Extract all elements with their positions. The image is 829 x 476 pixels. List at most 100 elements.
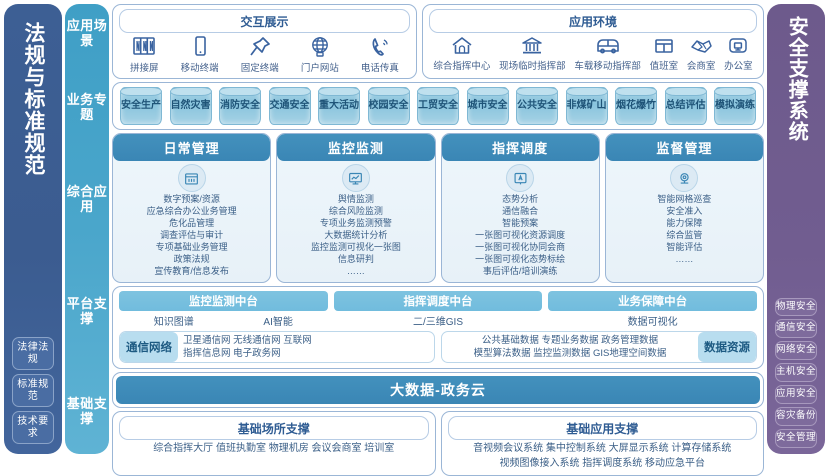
chip-law[interactable]: 法律法规 [12,337,54,370]
app-item: 危化品管理 [169,217,215,228]
right-pillar-chips: 物理安全 通信安全 网络安全 主机安全 应用安全 容灾备份 安全管理 [767,297,825,448]
item-fixed-terminal[interactable]: 固定终端 [241,35,279,74]
topic-label-1: 安全生产 [121,100,161,111]
item-field-command[interactable]: 现场临时指挥部 [499,35,566,72]
topic-label-3: 消防安全 [220,100,260,111]
item-vehicle-command[interactable]: 车载移动指挥部 [574,35,641,72]
layer-label-app: 综合应用 [66,184,108,215]
app-item: 监控监测可视化一张图 [310,241,401,252]
interaction-card: 交互展示 拼接屏 [112,4,417,79]
platform-business[interactable]: 业务保障中台 [548,290,758,311]
item-command-center[interactable]: 综合指挥中心 [433,35,490,72]
chip-security-management[interactable]: 安全管理 [775,429,817,448]
topic-cylinder[interactable]: 非煤矿山 [565,87,608,125]
item-portal-website[interactable]: 门户网站 [301,35,339,74]
topic-cylinder[interactable]: 消防安全 [219,87,261,125]
app-title: 指挥调度 [441,134,599,161]
app-icon-wrap [113,164,270,192]
network-line: 卫星通信网 无线通信网 互联网 [183,334,312,346]
interaction-title: 交互展示 [119,9,410,33]
topic-label-5: 重大活动 [319,100,359,111]
app-items: 态势分析 通信融合 智能预案 一张图可视化资源调度 一张图可视化协同会商 一张图… [442,193,599,282]
item-video-wall[interactable]: 拼接屏 [130,35,159,74]
app-panel-command-dispatch: 指挥调度 态势分析 通信融合 智能预案 一张图可视化资源调度 一张图可视化协同会… [440,133,600,283]
layer-label-base: 基础支撑 [66,396,108,427]
chip-application-security[interactable]: 应用安全 [775,385,817,405]
topic-cylinder[interactable]: 安全生产 [120,87,162,125]
app-item: 智能评估 [666,241,703,252]
topic-label-4: 交通安全 [269,100,310,111]
topic-label-11: 烟花爆竹 [616,100,656,111]
item-duty-room[interactable]: 值班室 [649,35,679,72]
item-mobile-terminal[interactable]: 移动终端 [181,35,219,74]
app-item: 能力保障 [666,217,703,228]
app-items: 数字预案/资源 应急综合办公业务管理 危化品管理 调查评估与审计 专项基础业务管… [113,193,270,282]
data-items: 公共基础数据 专题业务数据 政务管理数据 模型算法数据 监控监测数据 GIS地理… [442,332,698,363]
topic-cylinder[interactable]: 自然灾害 [169,87,212,125]
sub-item: AI智能 [263,316,293,328]
item-office-room[interactable]: 办公室 [724,35,753,72]
topic-cylinder[interactable]: 公共安全 [516,87,558,125]
app-title: 监督管理 [605,134,763,161]
network-line: 指挥信息网 电子政务网 [183,348,281,360]
platform-monitoring[interactable]: 监控监测中台 [119,290,328,311]
environment-card: 应用环境 综合指挥中心 [422,4,764,79]
topic-cylinder[interactable]: 城市安全 [466,87,509,125]
bigdata-wrap: 大数据-政务云 [112,372,764,409]
middle-platform-headers: 监控监测中台 指挥调度中台 业务保障中台 [119,290,758,311]
topic-cylinder[interactable]: 交通安全 [268,87,311,125]
business-topics-row: 安全生产 自然灾害 消防安全 交通安全 重大活动 校园安全 工贸安全 城市安全 … [112,82,764,130]
bigdata-cloud-bar[interactable]: 大数据-政务云 [116,376,760,405]
topic-cylinder[interactable]: 校园安全 [367,87,410,125]
app-item: 舆情监测 [337,194,374,204]
network-tag: 通信网络 [120,331,178,363]
architecture-diagram: 法规与标准规范 法律法规 标准规范 技术要求 应用场景 业务专题 综合应用 平台… [4,4,825,476]
scene-row: 交互展示 拼接屏 [112,4,764,79]
topic-cylinder[interactable]: 工贸安全 [417,87,459,125]
chip-technical[interactable]: 技术要求 [12,411,54,444]
item-meeting-room[interactable]: 会商室 [687,35,715,72]
desk-icon [655,39,673,53]
item-label: 值班室 [649,61,679,72]
app-item: 态势分析 [502,194,539,204]
item-label: 固定终端 [240,63,279,74]
item-phone-fax[interactable]: 电话传真 [361,35,399,74]
interaction-icons: 拼接屏 移动终端 固定终端 [113,35,416,78]
sub-group-business: 数据可视化 [548,313,757,328]
sub-item: 知识图谱 [153,316,194,328]
monitor-chart-icon [349,172,363,184]
topic-cylinder[interactable]: 模拟演练 [714,87,756,125]
topic-cylinder[interactable]: 总结评估 [664,87,707,125]
left-pillar-chips: 法律法规 标准规范 技术要求 [4,337,62,446]
data-tag: 数据资源 [698,331,756,363]
chip-network-security[interactable]: 网络安全 [775,341,817,361]
platform-dispatch[interactable]: 指挥调度中台 [333,290,543,311]
sub-item: 二/三维GIS [413,316,464,328]
chip-disaster-recovery[interactable]: 容灾备份 [775,407,817,427]
communication-network-box: 通信网络 卫星通信网 无线通信网 互联网 指挥信息网 电子政务网 [119,330,435,364]
base-line: 视频图像接入系统 指挥调度系统 移动应急平台 [499,457,706,469]
chip-host-security[interactable]: 主机安全 [775,363,817,383]
sub-group-dispatch: 二/三维GIS [334,313,543,328]
app-panel-monitoring: 监控监测 舆情监测 综合风险监测 专项业务监测预警 大数据统计分析 监控监测可视… [276,133,436,283]
item-label: 电话传真 [360,63,399,74]
app-panel-supervision: 监督管理 智能网格巡查 安全准入 能力保障 综合监管 智能评估 …… [604,133,764,283]
topic-label-6: 校园安全 [368,100,409,111]
layer-label-scene: 应用场景 [66,18,108,49]
app-icon-wrap [277,164,434,192]
data-resource-box: 公共基础数据 专题业务数据 政务管理数据 模型算法数据 监控监测数据 GIS地理… [441,330,757,364]
item-label: 门户网站 [300,63,339,74]
sub-group-monitoring: 知识图谱 AI智能 [119,313,328,328]
topic-label-13: 模拟演练 [715,100,755,111]
topic-label-9: 公共安全 [517,100,557,111]
topic-cylinder[interactable]: 烟花爆竹 [615,87,657,125]
home-icon [452,37,472,54]
layer-pillar: 应用场景 业务专题 综合应用 平台支撑 基础支撑 [65,4,109,454]
app-item: 智能网格巡查 [657,194,712,204]
chip-communication-security[interactable]: 通信安全 [775,319,817,339]
sub-item: 数据可视化 [627,316,678,328]
item-label: 移动终端 [180,63,219,74]
chip-physical-security[interactable]: 物理安全 [775,297,817,317]
chip-standard[interactable]: 标准规范 [12,374,54,407]
topic-cylinder[interactable]: 重大活动 [318,87,360,125]
